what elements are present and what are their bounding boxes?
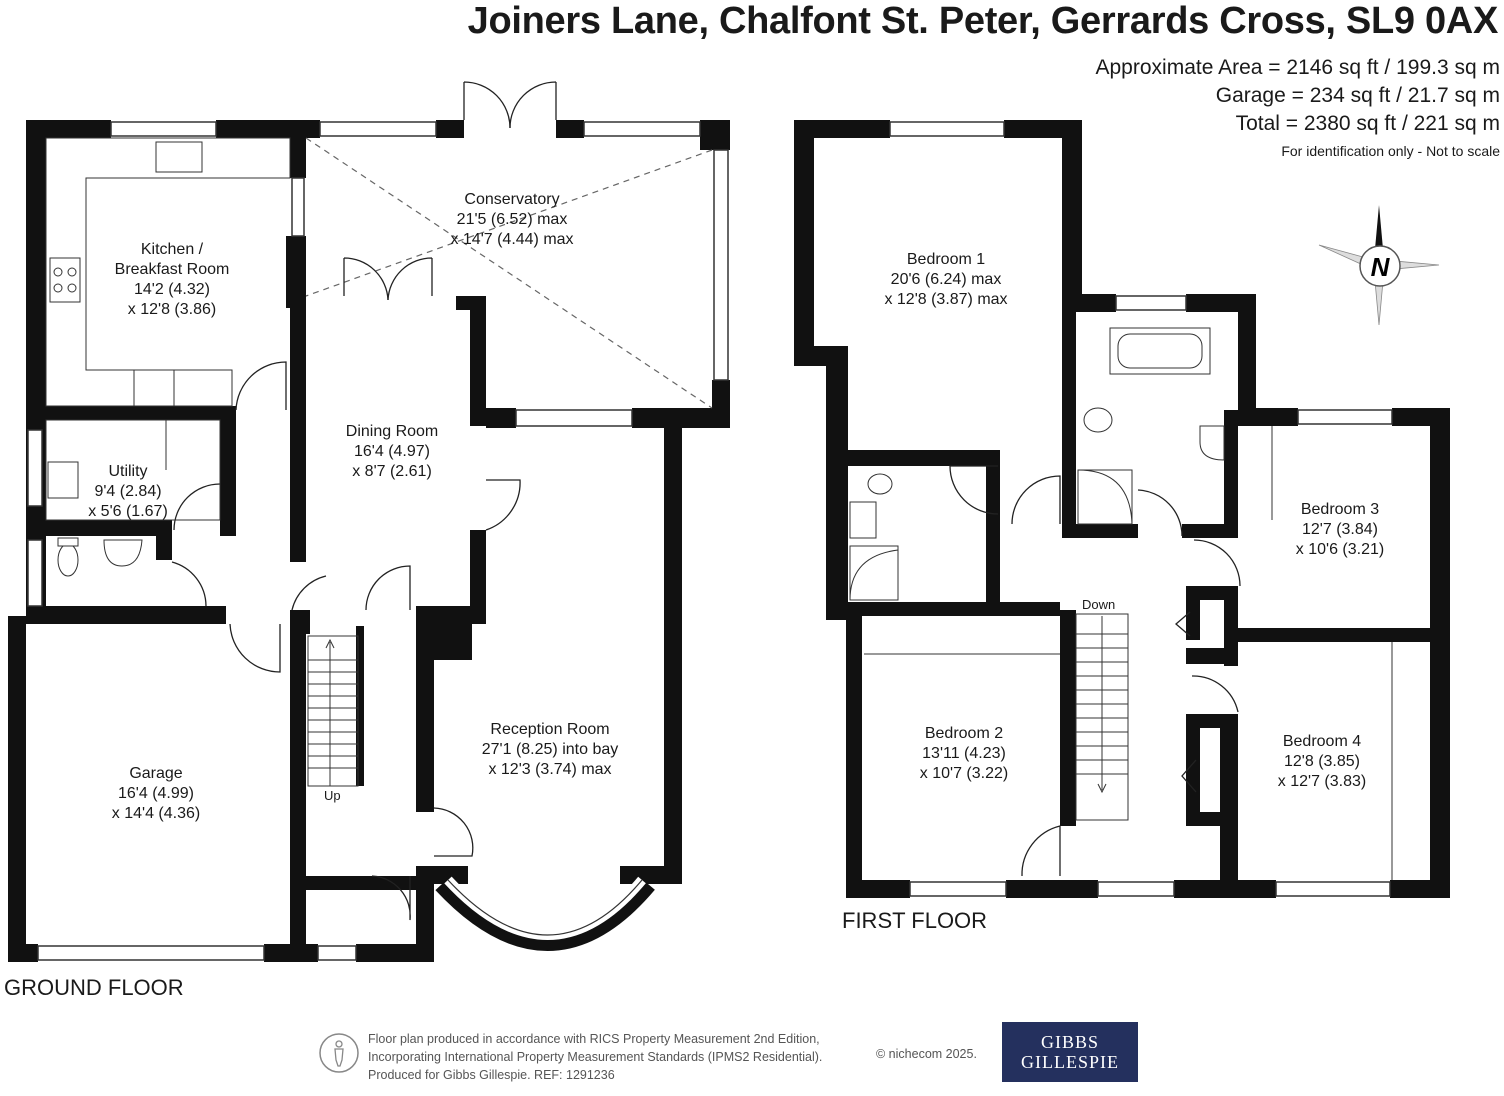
room-reception: Reception Room 27'1 (8.25) into bay x 12… bbox=[482, 720, 618, 780]
room-dimension: 13'11 (4.23) bbox=[922, 745, 1006, 762]
room-name: Dining Room bbox=[345, 423, 439, 440]
room-bedroom-1: Bedroom 1 20'6 (6.24) max x 12'8 (3.87) … bbox=[884, 250, 1007, 310]
room-name: Bedroom 1 bbox=[906, 251, 986, 268]
room-name: Breakfast Room bbox=[114, 261, 230, 278]
room-dimension: x 12'7 (3.83) bbox=[1277, 773, 1367, 790]
room-dimension: x 10'7 (3.22) bbox=[919, 765, 1009, 782]
room-dimension: x 14'4 (4.36) bbox=[111, 805, 201, 822]
ipms-person-icon bbox=[319, 1033, 359, 1073]
room-name: Conservatory bbox=[464, 191, 560, 208]
room-dimension: 27'1 (8.25) into bay bbox=[481, 741, 619, 758]
room-bedroom-4: Bedroom 4 12'8 (3.85) x 12'7 (3.83) bbox=[1278, 732, 1366, 792]
stairs-up-label: Up bbox=[324, 788, 341, 803]
room-dimension: 16'4 (4.99) bbox=[118, 785, 194, 802]
fixtures bbox=[45, 137, 1393, 880]
room-bedroom-2: Bedroom 2 13'11 (4.23) x 10'7 (3.22) bbox=[920, 724, 1008, 784]
room-name: Bedroom 3 bbox=[1300, 501, 1380, 518]
area-total: Total = 2380 sq ft / 221 sq m bbox=[1235, 112, 1500, 135]
stairs bbox=[307, 613, 1129, 821]
logo-line-1: GIBBS bbox=[1040, 1032, 1099, 1052]
room-dimension: x 12'8 (3.87) max bbox=[884, 291, 1008, 308]
room-dimension: x 12'3 (3.74) max bbox=[488, 761, 612, 778]
room-dining: Dining Room 16'4 (4.97) x 8'7 (2.61) bbox=[346, 422, 438, 482]
room-dimension: x 5'6 (1.67) bbox=[88, 503, 168, 520]
property-address: Joiners Lane, Chalfont St. Peter, Gerrar… bbox=[467, 0, 1499, 42]
room-dimension: 20'6 (6.24) max bbox=[890, 271, 1002, 288]
room-garage: Garage 16'4 (4.99) x 14'4 (4.36) bbox=[112, 764, 200, 824]
room-dimension: x 10'6 (3.21) bbox=[1295, 541, 1385, 558]
area-garage: Garage = 234 sq ft / 21.7 sq m bbox=[1215, 84, 1500, 107]
room-utility: Utility 9'4 (2.84) x 5'6 (1.67) bbox=[88, 462, 168, 522]
room-name: Bedroom 4 bbox=[1282, 733, 1362, 750]
room-bedroom-3: Bedroom 3 12'7 (3.84) x 10'6 (3.21) bbox=[1296, 500, 1384, 560]
footer-notes: Floor plan produced in accordance with R… bbox=[368, 1030, 822, 1084]
scale-disclaimer: For identification only - Not to scale bbox=[1281, 143, 1500, 159]
first-floor-label: FIRST FLOOR bbox=[842, 908, 988, 933]
north-arrow-icon: N bbox=[1318, 205, 1440, 326]
copyright: © nichecom 2025. bbox=[876, 1047, 977, 1061]
stairs-down-label: Down bbox=[1082, 597, 1116, 612]
room-dimension: 9'4 (2.84) bbox=[94, 483, 162, 500]
room-dimension: 12'7 (3.84) bbox=[1302, 521, 1378, 538]
compass-letter: N bbox=[1371, 252, 1391, 282]
room-dimension: 21'5 (6.52) max bbox=[456, 211, 568, 228]
windows bbox=[27, 121, 1393, 961]
room-dimension: x 12'8 (3.86) bbox=[127, 301, 217, 318]
conservatory-roof-lines bbox=[305, 137, 713, 409]
room-dimension: x 8'7 (2.61) bbox=[352, 463, 432, 480]
room-dimension: 16'4 (4.97) bbox=[353, 443, 430, 460]
area-approx: Approximate Area = 2146 sq ft / 199.3 sq… bbox=[1095, 56, 1501, 79]
footer-line-1: Floor plan produced in accordance with R… bbox=[368, 1032, 820, 1046]
bay-window bbox=[435, 877, 655, 951]
area-summary: Approximate Area = 2146 sq ft / 199.3 sq… bbox=[1096, 54, 1501, 164]
room-dimension: 14'2 (4.32) bbox=[134, 281, 210, 298]
room-kitchen: Kitchen / Breakfast Room 14'2 (4.32) x 1… bbox=[115, 240, 230, 320]
logo-line-2: GILLESPIE bbox=[1021, 1052, 1119, 1072]
footer-line-3: Produced for Gibbs Gillespie. REF: 12912… bbox=[368, 1068, 615, 1082]
room-name: Bedroom 2 bbox=[924, 725, 1004, 742]
room-dimension: x 14'7 (4.44) max bbox=[450, 231, 574, 248]
footer-line-2: Incorporating International Property Mea… bbox=[368, 1050, 823, 1064]
door-swings bbox=[171, 81, 1241, 921]
room-name: Kitchen / bbox=[140, 241, 204, 258]
room-name: Garage bbox=[129, 765, 183, 782]
agency-logo: GIBBS GILLESPIE bbox=[1002, 1022, 1138, 1082]
room-dimension: 12'8 (3.85) bbox=[1284, 753, 1360, 770]
room-name: Utility bbox=[108, 463, 148, 480]
room-conservatory: Conservatory 21'5 (6.52) max x 14'7 (4.4… bbox=[450, 190, 573, 250]
room-name: Reception Room bbox=[490, 721, 610, 738]
ground-floor-label: GROUND FLOOR bbox=[4, 975, 184, 1000]
